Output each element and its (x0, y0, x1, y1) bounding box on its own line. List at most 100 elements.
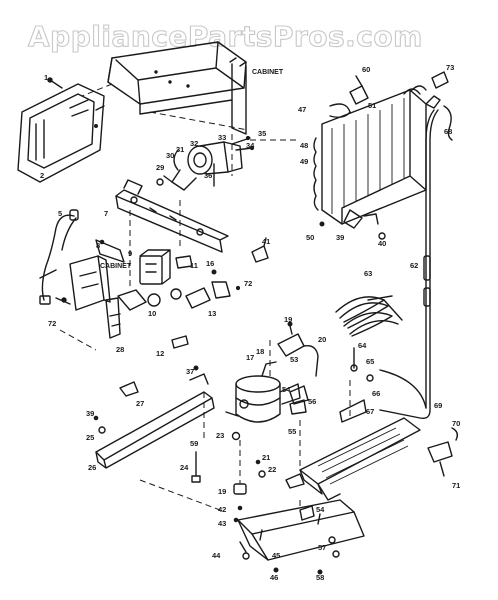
part-7-bracket-rail (95, 179, 229, 263)
callout-1: 1 (44, 73, 48, 82)
callout-7: 7 (104, 209, 108, 218)
cabinet-tray-assembly (81, 41, 249, 135)
part-23-grommet (231, 431, 241, 441)
callout-51: 51 (368, 101, 376, 110)
callout-35: 35 (258, 129, 266, 138)
part-41-bracket (251, 237, 269, 263)
capillary-line (379, 369, 427, 409)
part-5-wire-harness (39, 209, 79, 305)
condenser-coil (313, 85, 441, 225)
callout-22: 22 (268, 465, 276, 474)
parts-39-40-50 (319, 209, 386, 240)
parts-21-22 (255, 459, 305, 489)
part-60-clamp (349, 75, 369, 105)
callout-38: 39 (86, 409, 94, 418)
label-cabinet-top: CABINET (252, 69, 284, 76)
assembly-guide-lines (59, 134, 351, 512)
callout-70: 70 (452, 419, 460, 428)
callout-54: 54 (282, 385, 291, 394)
part-62-drier (423, 255, 431, 307)
callout-43: 43 (218, 519, 226, 528)
callout-73: 73 (446, 63, 454, 72)
callout-46: 46 (270, 573, 278, 582)
callout-69: 69 (434, 401, 442, 410)
callout-10: 10 (148, 309, 156, 318)
callout-55: 55 (288, 427, 296, 436)
callout-18: 18 (256, 347, 264, 356)
callout-19: 19 (218, 487, 226, 496)
callout-47: 47 (298, 105, 306, 114)
callout-68: 68 (444, 127, 452, 136)
callout-41: 41 (262, 237, 270, 246)
callout-28: 28 (116, 345, 124, 354)
callout-66: 66 (372, 389, 380, 398)
parts-64-65-66 (350, 347, 374, 382)
callout-2: 2 (40, 171, 44, 180)
bottom-base-frame (233, 483, 365, 575)
part-24-bolt (191, 451, 201, 483)
callout-20: 20 (318, 335, 326, 344)
callout-62: 62 (410, 261, 418, 270)
callout-67: 67 (366, 407, 374, 416)
parts-70-71 (427, 427, 459, 477)
part-2-left-cover (17, 77, 105, 183)
callout-50: 50 (306, 233, 314, 242)
callout-8: 8 (96, 241, 100, 250)
callout-13: 13 (208, 309, 216, 318)
callout-40: 40 (378, 239, 386, 248)
callout-27: 27 (136, 399, 144, 408)
callout-71: 71 (452, 481, 460, 490)
part-12-plate (171, 335, 189, 349)
callout-25: 25 (86, 433, 94, 442)
callout-34: 34 (246, 141, 255, 150)
callout-29: 29 (156, 163, 164, 172)
callout-64: 64 (358, 341, 367, 350)
callout-5: 5 (58, 209, 62, 218)
callout-53: 53 (290, 355, 298, 364)
part-73-fitting (379, 71, 453, 420)
part-28-bracket (105, 297, 121, 339)
callout-37: 37 (186, 367, 194, 376)
callout-57: 57 (318, 543, 326, 552)
callout-60: 60 (362, 65, 370, 74)
callout-30: 30 (166, 151, 174, 160)
callout-58: 58 (316, 573, 324, 582)
callout-33: 33 (218, 133, 226, 142)
callout-54b: 54 (316, 505, 325, 514)
callout-23: 23 (216, 431, 224, 440)
callout-19-top: 19 (284, 315, 292, 324)
callout-42: 42 (218, 505, 226, 514)
callout-63: 63 (364, 269, 372, 278)
callout-72-left: 72 (48, 319, 56, 328)
callout-65: 65 (366, 357, 374, 366)
fan-motor-assembly (156, 135, 255, 191)
callout-44: 44 (212, 551, 221, 560)
callout-32: 32 (190, 139, 198, 148)
callout-48: 48 (300, 141, 308, 150)
callout-16: 16 (206, 259, 214, 268)
callout-21: 21 (262, 453, 270, 462)
callout-49: 49 (300, 157, 308, 166)
callout-45: 45 (272, 551, 280, 560)
callout-26: 26 (88, 463, 96, 472)
callout-24: 24 (180, 463, 189, 472)
part-3-electrical-box (55, 255, 111, 311)
callout-11: 11 (190, 261, 198, 270)
part-67-drain-pan (299, 399, 421, 501)
parts-near-compressor (277, 321, 319, 377)
label-cabinet-mid: CABINET (100, 263, 132, 270)
part-63-evaporator-coil (335, 295, 403, 337)
callout-17: 17 (246, 353, 254, 362)
callout-12: 12 (156, 349, 164, 358)
part-26-lower-rail (93, 365, 215, 469)
callout-31: 31 (176, 145, 184, 154)
callout-72: 72 (244, 279, 252, 288)
callout-36: 36 (204, 171, 212, 180)
parts-54-55-56 (289, 385, 309, 415)
callout-39: 39 (336, 233, 344, 242)
controls-cluster (117, 249, 241, 311)
callout-56: 56 (308, 397, 316, 406)
part-17-compressor (225, 361, 301, 423)
callout-59: 59 (190, 439, 198, 448)
